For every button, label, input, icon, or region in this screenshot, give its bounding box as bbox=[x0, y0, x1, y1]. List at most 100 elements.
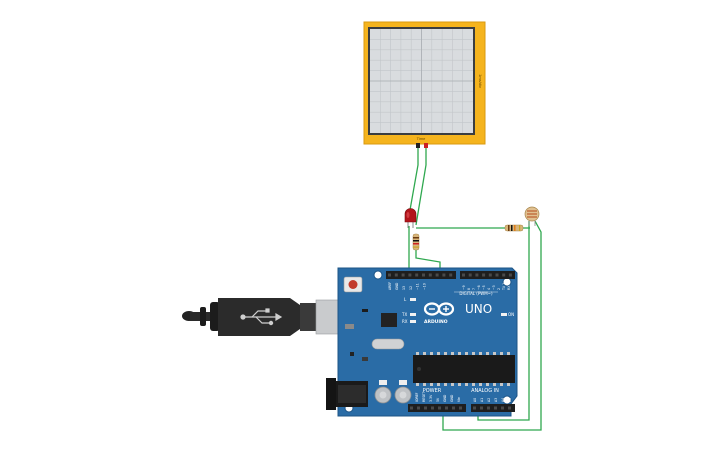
power-header[interactable] bbox=[408, 404, 466, 412]
digital-pin-label: ~6 bbox=[477, 285, 481, 290]
header-pin-hole[interactable] bbox=[388, 273, 391, 277]
chip-pin bbox=[500, 383, 503, 386]
digital-pin-label: ~3 bbox=[492, 285, 496, 290]
header-pin-hole[interactable] bbox=[468, 273, 472, 277]
header-pin-hole[interactable] bbox=[502, 273, 506, 277]
header-pin-hole[interactable] bbox=[487, 406, 490, 410]
wire-scope-pos[interactable] bbox=[415, 148, 427, 226]
usb-controller-chip bbox=[381, 313, 397, 327]
header-pin-hole[interactable] bbox=[394, 273, 398, 277]
usb-symbol-icon bbox=[240, 308, 283, 326]
header-pin-hole[interactable] bbox=[480, 406, 483, 410]
chip-pin bbox=[493, 352, 496, 355]
led-tx-indicator bbox=[410, 313, 416, 316]
header-pin-hole[interactable] bbox=[401, 273, 405, 277]
header-pin-hole[interactable] bbox=[445, 406, 448, 410]
header-pin-hole[interactable] bbox=[442, 273, 446, 277]
header-pin-hole[interactable] bbox=[459, 406, 462, 410]
header-pin-hole[interactable] bbox=[495, 273, 499, 277]
header-pin-hole[interactable] bbox=[417, 406, 420, 410]
chip-pin bbox=[437, 383, 440, 386]
chip-pin bbox=[444, 383, 447, 386]
chip-pin bbox=[444, 352, 447, 355]
usb-port bbox=[315, 299, 341, 335]
photoresistor[interactable] bbox=[524, 206, 540, 226]
arduino-logo-icon bbox=[423, 302, 455, 316]
header-pin-hole[interactable] bbox=[435, 273, 439, 277]
analog-pin-label: A2 bbox=[487, 398, 491, 402]
chip-pin bbox=[486, 352, 489, 355]
header-pin-hole[interactable] bbox=[428, 273, 432, 277]
chip-pin bbox=[465, 383, 468, 386]
power-pin-label: GND bbox=[450, 394, 454, 402]
oscilloscope-time-label: Time bbox=[417, 136, 427, 141]
header-pin-hole[interactable] bbox=[462, 273, 465, 277]
header-pin-hole[interactable] bbox=[449, 273, 453, 277]
chip-pin bbox=[451, 383, 454, 386]
header-pin-hole[interactable] bbox=[424, 406, 427, 410]
header-pin-hole[interactable] bbox=[501, 406, 504, 410]
header-pin-hole[interactable] bbox=[422, 273, 425, 277]
digital-pin-label: ~5 bbox=[482, 285, 486, 290]
chip-pin bbox=[430, 383, 433, 386]
header-pin-hole[interactable] bbox=[431, 406, 434, 410]
chip-pin bbox=[458, 352, 461, 355]
led-tx-label: TX bbox=[401, 312, 407, 317]
header-pin-hole[interactable] bbox=[508, 406, 511, 410]
wire-scope-neg[interactable] bbox=[409, 148, 419, 211]
power-pin-label: 5V bbox=[436, 397, 440, 402]
chip-pin bbox=[423, 352, 426, 355]
chip-pin bbox=[416, 383, 419, 386]
led[interactable] bbox=[404, 208, 417, 229]
header-pin-hole[interactable] bbox=[508, 273, 512, 277]
header-pin-hole[interactable] bbox=[482, 273, 486, 277]
header-pin-hole[interactable] bbox=[408, 273, 412, 277]
chip-pin bbox=[507, 352, 510, 355]
digital-pin-label: RX 0 bbox=[507, 283, 511, 290]
chip-pin bbox=[500, 352, 503, 355]
wire-resistor-pin[interactable] bbox=[415, 250, 441, 272]
digital-pin-label: TX 1 bbox=[502, 283, 506, 291]
header-pin-hole[interactable] bbox=[475, 273, 479, 277]
header-pin-hole[interactable] bbox=[452, 406, 455, 410]
wire-ldr-5v[interactable] bbox=[442, 220, 542, 431]
header-pin-hole[interactable] bbox=[473, 406, 476, 410]
header-pin-hole[interactable] bbox=[415, 273, 419, 277]
header-pin-hole[interactable] bbox=[494, 406, 497, 410]
uno-logo-text: UNO bbox=[465, 302, 492, 316]
chip-pin bbox=[507, 383, 510, 386]
chip-pin bbox=[423, 383, 426, 386]
oscillator bbox=[371, 338, 405, 350]
chip-pin bbox=[458, 383, 461, 386]
digital-header-left[interactable] bbox=[386, 271, 456, 279]
chip-pin bbox=[416, 352, 419, 355]
digital-pin-label: 12 bbox=[409, 286, 413, 290]
reset-button-cap[interactable] bbox=[348, 280, 358, 289]
resistor-horizontal[interactable] bbox=[504, 224, 524, 232]
chip-pin bbox=[465, 352, 468, 355]
chip-pin bbox=[472, 352, 475, 355]
led-rx-label: RX bbox=[402, 319, 408, 324]
scope-terminal-negative[interactable] bbox=[416, 143, 420, 148]
pin-label-gnd: GND bbox=[395, 282, 399, 290]
digital-header-right[interactable] bbox=[460, 271, 515, 279]
power-pin-label: IOREF bbox=[415, 392, 419, 402]
digital-pin-label: 4 bbox=[487, 288, 491, 290]
power-pin-label: RESET bbox=[422, 392, 426, 402]
analog-header[interactable] bbox=[471, 404, 515, 412]
digital-pin-label: 7 bbox=[472, 288, 476, 290]
header-pin-hole[interactable] bbox=[438, 406, 441, 410]
header-pin-hole[interactable] bbox=[488, 273, 492, 277]
chip-pin bbox=[479, 383, 482, 386]
power-pin-label: Vin bbox=[457, 397, 461, 402]
analog-pin-label: A3 bbox=[494, 398, 498, 402]
resistor-vertical[interactable] bbox=[412, 233, 420, 251]
oscilloscope[interactable]: 1ms/div Time bbox=[363, 21, 486, 148]
analog-pin-label: A0 bbox=[473, 398, 477, 402]
header-pin-hole[interactable] bbox=[410, 406, 413, 410]
scope-terminal-positive[interactable] bbox=[424, 143, 428, 148]
digital-pin-label: ~11 bbox=[416, 283, 420, 290]
power-pin-label: 3.3V bbox=[429, 394, 433, 402]
